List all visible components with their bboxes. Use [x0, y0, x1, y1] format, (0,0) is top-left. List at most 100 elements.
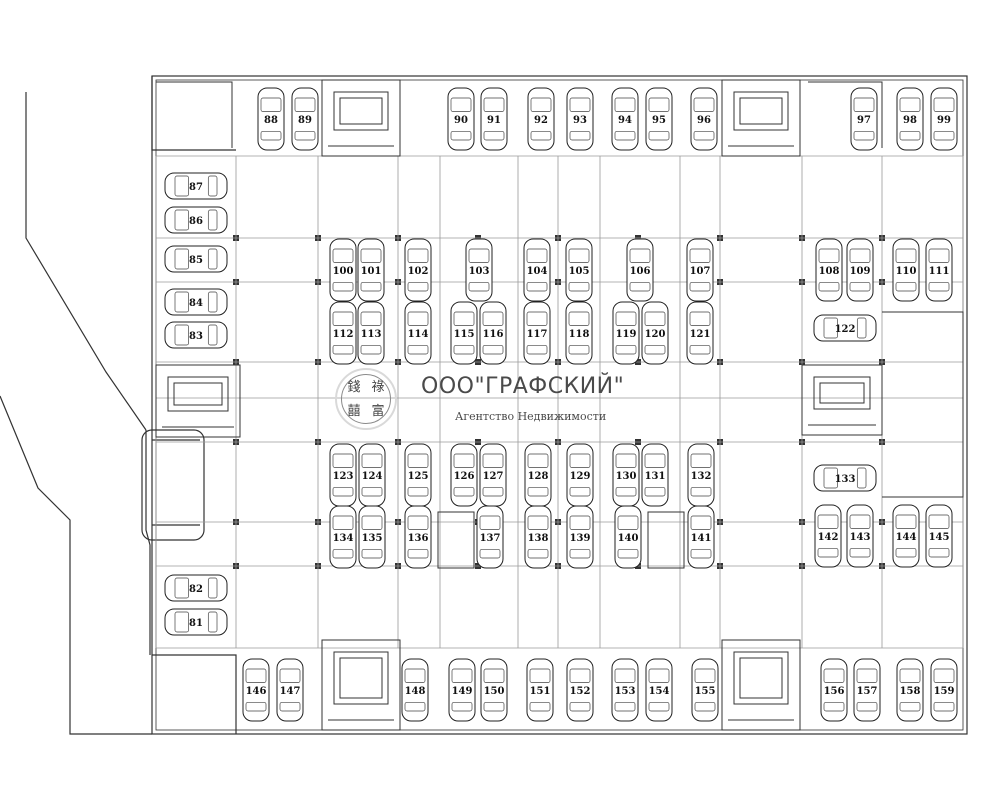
seal-char: 錢 — [347, 379, 361, 395]
car-rear-window — [450, 130, 472, 141]
car-windshield — [648, 97, 670, 112]
parking-spot: 105 — [565, 238, 593, 302]
parking-spot: 92 — [527, 87, 555, 151]
car-body — [404, 301, 432, 365]
spot-number: 143 — [850, 532, 871, 543]
left-bottom-wall — [152, 654, 237, 734]
car-body — [690, 87, 718, 151]
car-windshield — [818, 248, 840, 263]
left-top-wall — [151, 76, 236, 151]
car-windshield — [483, 668, 505, 683]
spot-number: 112 — [333, 329, 354, 340]
watermark: 錢 祿 囍 富 ООО"ГРАФСКИЙ" Агентство Недвижим… — [335, 368, 665, 430]
spot-number: 124 — [362, 471, 383, 482]
parking-spot: 155 — [691, 658, 719, 722]
car-rear-window — [629, 281, 651, 292]
car-windshield — [483, 97, 505, 112]
parking-spot: 115 — [450, 301, 478, 365]
car-rear-window — [530, 130, 552, 141]
car-windshield — [614, 668, 636, 683]
car-body — [523, 238, 551, 302]
parking-spot: 103 — [465, 238, 493, 302]
spot-number: 97 — [857, 115, 871, 126]
car-windshield — [895, 248, 917, 263]
car-rear-window — [468, 281, 490, 292]
car-windshield — [174, 577, 189, 599]
parking-spot: 83 — [164, 321, 228, 349]
car-windshield — [928, 248, 950, 263]
parking-spot: 106 — [626, 238, 654, 302]
parking-spot: 132 — [687, 443, 715, 507]
car-body — [930, 658, 958, 722]
spot-number: 122 — [835, 324, 856, 335]
stair-well — [813, 376, 871, 410]
spot-number: 110 — [896, 266, 917, 277]
spot-number: 159 — [934, 686, 955, 697]
parking-spot: 90 — [447, 87, 475, 151]
car-windshield — [407, 311, 429, 326]
car-windshield — [895, 514, 917, 529]
car-body — [329, 505, 357, 569]
car-body — [527, 87, 555, 151]
car-windshield — [530, 97, 552, 112]
parking-spot: 99 — [930, 87, 958, 151]
parking-spot: 96 — [690, 87, 718, 151]
spot-number: 138 — [528, 533, 549, 544]
car-rear-window — [453, 344, 475, 355]
car-windshield — [899, 668, 921, 683]
car-rear-window — [207, 577, 218, 599]
spot-number: 132 — [691, 471, 712, 482]
car-windshield — [644, 311, 666, 326]
parking-spot: 114 — [404, 301, 432, 365]
core-wall — [721, 79, 801, 157]
car-rear-window — [453, 486, 475, 497]
car-rear-window — [690, 548, 712, 559]
car-body — [566, 505, 594, 569]
parking-spot: 137 — [476, 505, 504, 569]
car-body — [164, 206, 228, 234]
parking-spot: 148 — [401, 658, 429, 722]
stair-inner — [819, 382, 865, 404]
parking-spot: 128 — [524, 443, 552, 507]
car-rear-window — [207, 324, 218, 346]
spot-number: 99 — [937, 115, 951, 126]
spot-number: 141 — [691, 533, 712, 544]
parking-spot: 127 — [479, 443, 507, 507]
car-windshield — [899, 97, 921, 112]
parking-spot: 149 — [448, 658, 476, 722]
company-seal: 錢 祿 囍 富 — [335, 368, 397, 430]
car-body — [896, 658, 924, 722]
car-body — [686, 238, 714, 302]
parking-spot: 122 — [813, 314, 877, 342]
car-windshield — [529, 668, 551, 683]
car-rear-window — [689, 281, 711, 292]
core-wall — [155, 364, 241, 438]
car-rear-window — [245, 701, 267, 712]
spot-number: 157 — [857, 686, 878, 697]
car-windshield — [450, 97, 472, 112]
car-windshield — [569, 515, 591, 530]
stair-inner — [339, 97, 383, 125]
parking-spot: 131 — [641, 443, 669, 507]
stair-core-top-right — [721, 79, 801, 157]
parking-spot: 88 — [257, 87, 285, 151]
car-body — [925, 504, 953, 568]
car-windshield — [694, 668, 716, 683]
car-windshield — [689, 311, 711, 326]
car-body — [329, 301, 357, 365]
parking-spot: 129 — [566, 443, 594, 507]
parking-spot: 124 — [358, 443, 386, 507]
spot-number: 149 — [452, 686, 473, 697]
car-rear-window — [529, 701, 551, 712]
car-body — [401, 658, 429, 722]
car-windshield — [853, 97, 875, 112]
spot-number: 83 — [189, 331, 203, 342]
car-body — [524, 505, 552, 569]
car-rear-window — [483, 130, 505, 141]
spot-number: 146 — [246, 686, 267, 697]
car-body — [925, 238, 953, 302]
car-body — [329, 238, 357, 302]
parking-spot: 84 — [164, 288, 228, 316]
car-rear-window — [853, 130, 875, 141]
car-windshield — [568, 311, 590, 326]
